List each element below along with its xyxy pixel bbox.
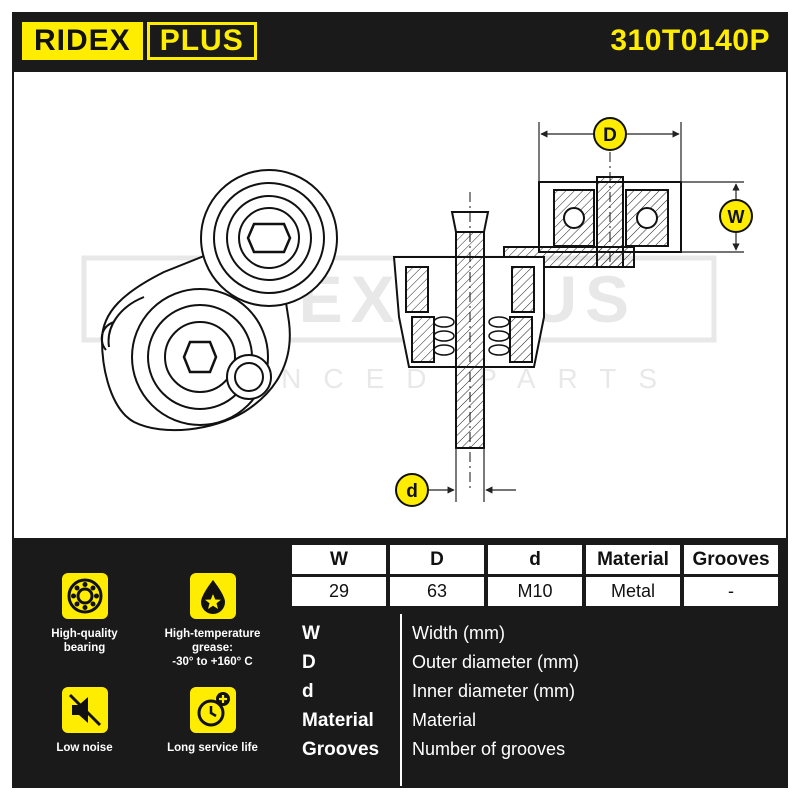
spec-header-grooves: Grooves bbox=[684, 545, 778, 574]
legend-row-d-outer: D Outer diameter (mm) bbox=[290, 648, 784, 677]
legend-key: Material bbox=[302, 710, 374, 731]
spec-header-d-outer: D bbox=[390, 545, 484, 574]
spec-header-w: W bbox=[292, 545, 386, 574]
feature-bearing-label: High-quality bearing bbox=[51, 628, 118, 654]
spec-header-material: Material bbox=[586, 545, 680, 574]
legend-row-d-inner: d Inner diameter (mm) bbox=[290, 677, 784, 706]
svg-text:d: d bbox=[406, 481, 418, 502]
speaker-mute-icon bbox=[61, 687, 108, 733]
clock-plus-icon bbox=[189, 687, 236, 733]
tensioner-view bbox=[100, 169, 338, 432]
technical-drawing-area: RIDEX PLUS ADVANCED PARTS bbox=[14, 72, 786, 538]
feature-service-life-label: Long service life bbox=[167, 742, 258, 754]
legend-row-material: Material Material bbox=[290, 706, 784, 735]
spec-value-grooves: - bbox=[684, 577, 778, 606]
spec-value-d-outer: 63 bbox=[390, 577, 484, 606]
logo-ridex-text: RIDEX bbox=[22, 22, 143, 60]
dimension-badge-W: W bbox=[719, 199, 753, 233]
legend-key: Grooves bbox=[302, 739, 380, 760]
feature-service-life: Long service life bbox=[150, 687, 275, 755]
spec-header-row: W D d Material Grooves bbox=[292, 545, 778, 574]
spec-value-row: 29 63 M10 Metal - bbox=[292, 577, 778, 606]
part-number: 310T0140P bbox=[610, 24, 770, 57]
legend-key: d bbox=[302, 681, 314, 702]
spec-header-d-inner: d bbox=[488, 545, 582, 574]
bearing-icon bbox=[61, 573, 108, 619]
feature-low-noise: Low noise bbox=[22, 687, 147, 755]
feature-bearing: High-quality bearing bbox=[22, 573, 147, 655]
legend-desc: Width (mm) bbox=[412, 623, 505, 643]
spec-value-material: Metal bbox=[586, 577, 680, 606]
legend-row-w: W Width (mm) bbox=[290, 619, 784, 648]
legend-divider bbox=[400, 614, 402, 786]
logo-plus-text: PLUS bbox=[146, 22, 257, 60]
spec-value-w: 29 bbox=[292, 577, 386, 606]
legend-desc: Material bbox=[412, 710, 477, 730]
legend-row-grooves: Grooves Number of grooves bbox=[290, 735, 784, 764]
ridex-plus-logo: RIDEX PLUS bbox=[22, 22, 257, 60]
legend-key: W bbox=[302, 623, 320, 644]
svg-text:W: W bbox=[728, 207, 745, 227]
legend: W Width (mm) D Outer diameter (mm) d Inn… bbox=[290, 614, 784, 786]
svg-text:D: D bbox=[603, 125, 617, 146]
features-grid: High-quality bearing High-temperature gr… bbox=[22, 555, 282, 775]
cross-section-view bbox=[392, 152, 682, 492]
legend-key: D bbox=[302, 652, 316, 673]
legend-desc: Number of grooves bbox=[412, 739, 566, 759]
technical-drawing: RIDEX PLUS ADVANCED PARTS bbox=[81, 117, 753, 507]
dimension-badge-D: D bbox=[593, 117, 627, 151]
legend-desc: Outer diameter (mm) bbox=[412, 652, 580, 672]
legend-desc: Inner diameter (mm) bbox=[412, 681, 576, 701]
feature-grease: High-temperature grease: -30° to +160° C bbox=[150, 573, 275, 669]
spec-table: W D d Material Grooves 29 63 M10 Metal - bbox=[288, 542, 782, 609]
grease-drop-icon bbox=[189, 573, 236, 619]
dimension-badge-d: d bbox=[395, 473, 429, 507]
spec-value-d-inner: M10 bbox=[488, 577, 582, 606]
feature-grease-label: High-temperature grease: -30° to +160° C bbox=[164, 628, 261, 668]
feature-low-noise-label: Low noise bbox=[56, 742, 113, 754]
